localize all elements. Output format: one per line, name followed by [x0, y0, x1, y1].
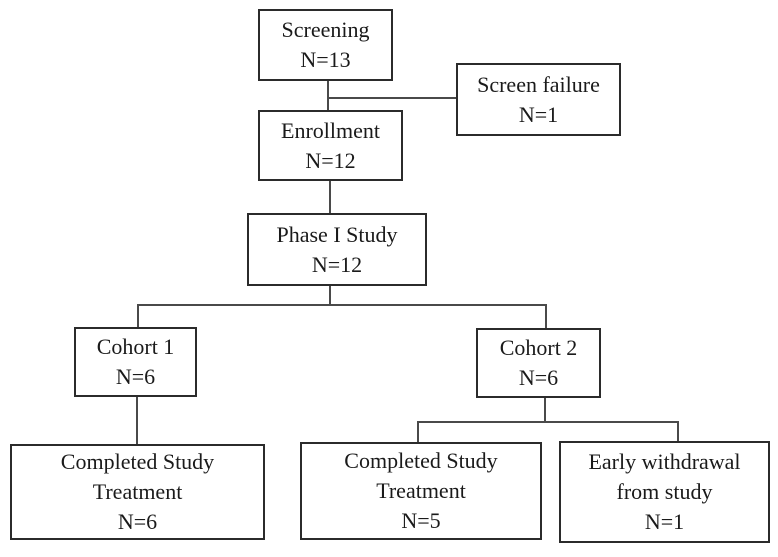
node-enrollment: Enrollment N=12	[258, 110, 403, 181]
node-cohort2-completed-count: N=5	[401, 508, 441, 533]
node-cohort1-completed-treatment: Completed Study Treatment N=6	[10, 444, 265, 540]
node-phase1-study-count: N=12	[311, 251, 363, 277]
node-early-withdrawal: Early withdrawal from study N=1	[559, 441, 770, 543]
node-early-withdrawal-label-line1: Early withdrawal	[588, 449, 741, 474]
node-cohort1-label: Cohort 1	[96, 334, 175, 359]
node-cohort1-completed-count: N=6	[117, 509, 158, 534]
node-phase1-study: Phase I Study N=12	[247, 213, 427, 286]
node-screen-failure: Screen failure N=1	[456, 63, 621, 136]
node-screening: Screening N=13	[258, 9, 393, 81]
node-cohort1-completed-label-line2: Treatment	[92, 479, 183, 504]
node-cohort2-count: N=6	[518, 365, 559, 390]
node-early-withdrawal-count: N=1	[644, 509, 685, 534]
node-enrollment-label: Enrollment	[281, 117, 380, 143]
node-screen-failure-count: N=1	[518, 101, 559, 127]
node-enrollment-count: N=12	[305, 147, 356, 173]
node-screening-count: N=13	[300, 47, 351, 72]
node-cohort1-count: N=6	[115, 364, 156, 389]
node-cohort2-completed-label-line1: Completed Study	[344, 448, 498, 473]
node-phase1-study-label: Phase I Study	[276, 221, 398, 247]
node-cohort1: Cohort 1 N=6	[74, 327, 197, 397]
node-cohort1-completed-label-line1: Completed Study	[60, 449, 215, 474]
node-cohort2: Cohort 2 N=6	[476, 328, 601, 398]
node-cohort2-completed-label-line2: Treatment	[376, 478, 466, 503]
node-early-withdrawal-label-line2: from study	[616, 479, 713, 504]
node-cohort2-label: Cohort 2	[499, 335, 578, 360]
node-screen-failure-label: Screen failure	[477, 71, 600, 97]
node-screening-label: Screening	[281, 17, 370, 42]
node-cohort2-completed-treatment: Completed Study Treatment N=5	[300, 442, 542, 540]
